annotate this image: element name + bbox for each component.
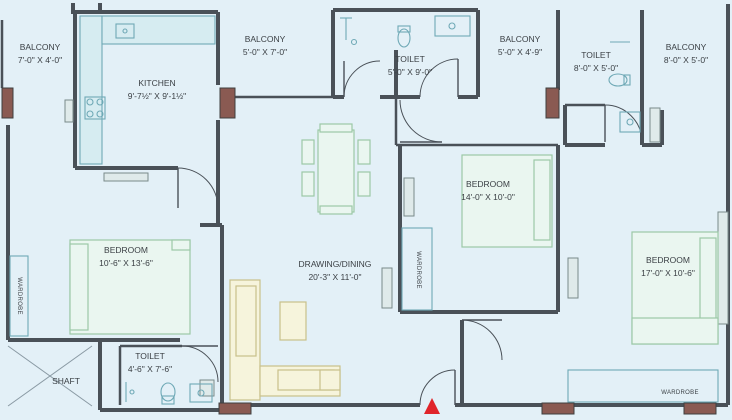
toilet-right-size: 8'-0" X 5'-0" [574,63,618,73]
toilet-bottom-name: TOILET [135,351,165,361]
balcony-left-name: BALCONY [20,42,61,52]
bedroom-left-name: BEDROOM [104,245,148,255]
bedroom-left-size: 10'-6" X 13'-6" [99,258,153,268]
balcony-top-name: BALCONY [245,34,286,44]
shaft [7,345,93,407]
room-labels: BALCONY 7'-0" X 4'-0" KITCHEN 9'-7½" X 9… [16,34,708,396]
balcony-mid-size: 5'-0" X 4'-9" [498,47,542,57]
balcony-top-size: 5'-0" X 7'-0" [243,47,287,57]
wardrobe-left-label: WARDROBE [16,277,22,315]
balcony-right-name: BALCONY [666,42,707,52]
toilet-fixtures [125,15,641,405]
balcony-right-size: 8'-0" X 5'-0" [664,55,708,65]
toilet-bottom-size: 4'-6" X 7'-6" [128,364,172,374]
doors [177,58,643,406]
furniture [69,123,719,401]
walls [0,3,730,412]
bedroom-mid-size: 14'-0" X 10'-0" [461,192,515,202]
drawing-dining-name: DRAWING/DINING [299,259,372,269]
shaft-label: SHAFT [52,376,80,386]
toilet-right-name: TOILET [581,50,611,60]
bedroom-mid-name: BEDROOM [466,179,510,189]
balcony-mid-name: BALCONY [500,34,541,44]
bedroom-right-size: 17'-0" X 10'-6" [641,268,695,278]
wardrobe-middle-label: WARDROBE [415,251,421,289]
bedroom-right-name: BEDROOM [646,255,690,265]
toilet-top-name: TOILET [395,54,425,64]
drawing-dining-size: 20'-3" X 11'-0" [308,272,361,282]
kitchen-size: 9'-7½" X 9'-1½" [128,91,186,101]
wardrobe-right-label: WARDROBE [661,390,699,396]
balcony-left-size: 7'-0" X 4'-0" [18,55,62,65]
kitchen-fixtures [79,15,216,165]
wardrobes [9,227,719,403]
kitchen-name: KITCHEN [138,78,175,88]
entrance-arrow-icon [424,398,440,414]
toilet-top-size: 5'-0" X 9'-0" [388,67,432,77]
columns [1,87,717,415]
